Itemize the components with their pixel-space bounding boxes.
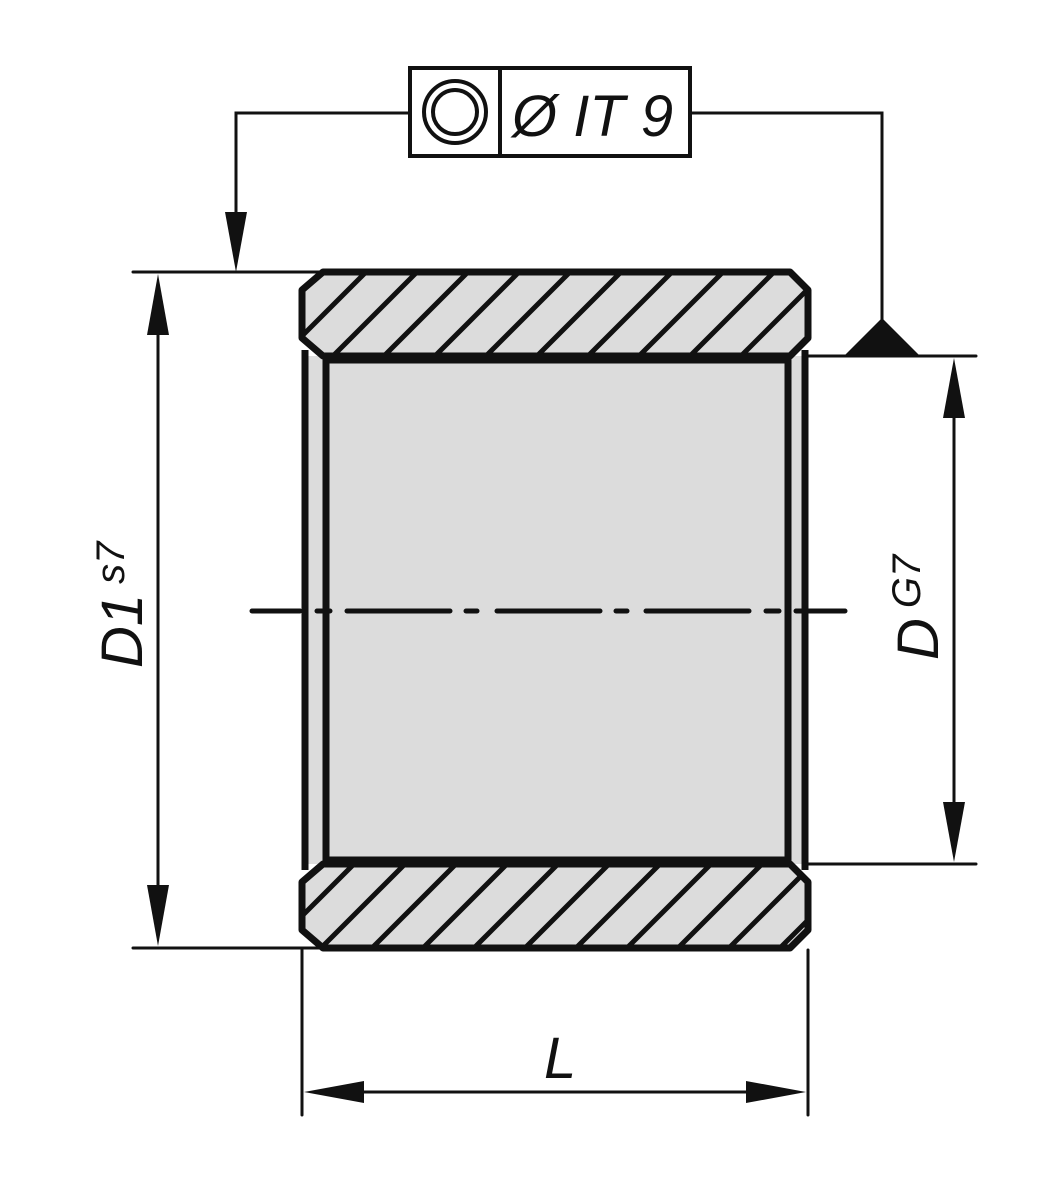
outer-diameter-dimension <box>147 274 169 946</box>
tolerance-leaders <box>234 111 884 320</box>
concentricity-icon <box>422 79 488 145</box>
datum-triangle-icon <box>844 318 920 356</box>
outer-diameter-label: D1s7 <box>89 540 155 668</box>
top-wall-section <box>298 268 812 360</box>
inner-diameter-dimension <box>943 358 965 862</box>
tolerance-value: Ø IT 9 <box>510 84 673 149</box>
length-dimension <box>304 1081 806 1103</box>
tolerance-frame <box>408 66 692 158</box>
leader-arrow-icon <box>225 212 247 272</box>
bottom-wall-section <box>298 860 812 952</box>
length-label: L <box>544 1026 576 1091</box>
inner-diameter-label: DG7 <box>885 553 951 660</box>
